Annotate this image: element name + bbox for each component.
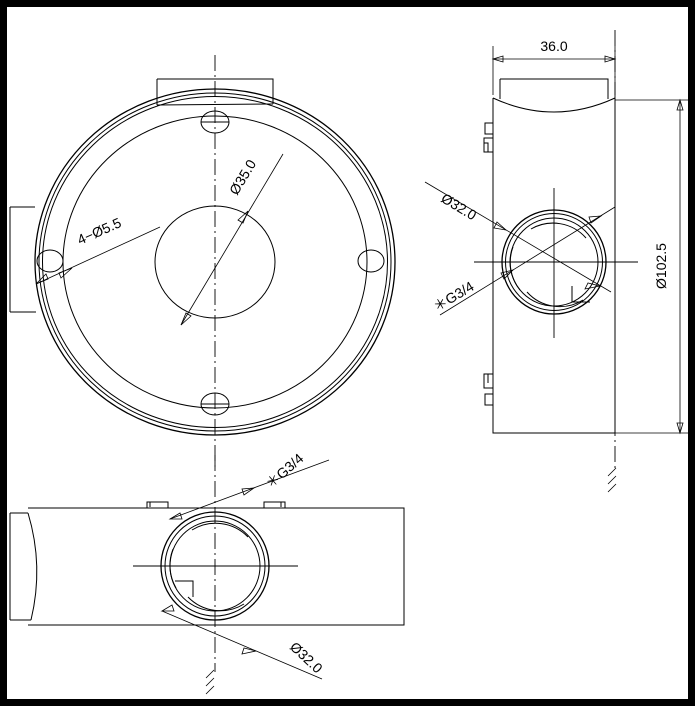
dimension-height-102-5: Ø102.5 xyxy=(615,98,690,435)
right-view-clip-upper xyxy=(484,123,493,152)
bottom-view-boss-notch xyxy=(175,581,193,597)
right-view-clip-lower xyxy=(484,374,493,405)
label-boss-32-right: Ø32.0 xyxy=(438,190,479,223)
leader-thread-g34-bottom: ＊G3/4 xyxy=(168,450,330,520)
leader-boss-32-right: Ø32.0 xyxy=(424,181,612,293)
leader-bore-35: Ø35.0 xyxy=(180,153,284,326)
mounting-hole-right xyxy=(358,250,384,272)
label-bore-35: Ø35.0 xyxy=(226,156,259,197)
top-view-upper-tab xyxy=(157,79,273,105)
top-view-left-tab xyxy=(10,207,36,312)
mounting-hole-left xyxy=(37,250,63,272)
bottom-view-body-outline xyxy=(28,508,404,625)
label-width-36: 36.0 xyxy=(540,38,567,54)
bottom-view-ground-hatch-icon xyxy=(205,669,215,695)
label-4x5-5: 4−Ø5.5 xyxy=(75,214,124,248)
right-view-boss-notch xyxy=(572,286,590,302)
right-view-thread-arc-top xyxy=(531,223,586,238)
bottom-view-left-cap xyxy=(10,513,37,620)
right-side-view: 36.0 xyxy=(424,30,690,493)
right-view-top-cap xyxy=(493,79,615,112)
right-view-ground-hatch-icon xyxy=(607,467,617,493)
right-view-thread-arc-bottom xyxy=(527,292,583,307)
bottom-view-thread-arc-bottom xyxy=(188,597,244,611)
label-boss-32-bottom: Ø32.0 xyxy=(287,638,326,676)
bottom-view-clip-right xyxy=(264,502,285,508)
top-view: 4−Ø5.5 Ø35.0 xyxy=(10,55,396,470)
leader-4x5-5: 4−Ø5.5 xyxy=(35,214,161,285)
right-view-thread-arc-left xyxy=(510,247,520,290)
dimension-width-36: 36.0 xyxy=(491,38,617,95)
label-height-102-5: Ø102.5 xyxy=(653,243,669,289)
bottom-view: ＊G3/4 Ø32.0 xyxy=(10,450,404,695)
bottom-view-thread-arc-top xyxy=(192,523,248,537)
bottom-view-clip-left xyxy=(147,502,168,508)
bottom-view-thread-arc-left xyxy=(170,549,176,588)
leader-boss-32-bottom: Ø32.0 xyxy=(160,604,326,680)
